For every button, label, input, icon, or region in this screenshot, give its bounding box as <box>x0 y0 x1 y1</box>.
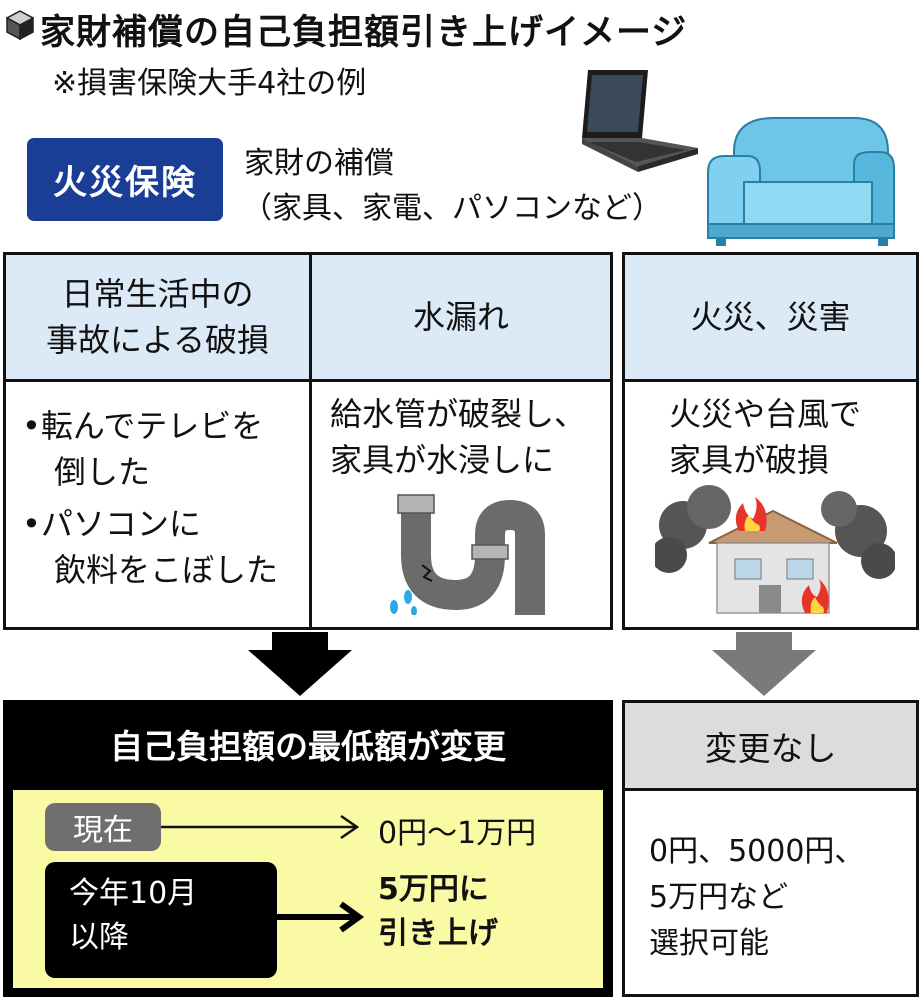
category-header-water: 水漏れ <box>312 255 610 379</box>
category-header-daily: 日常生活中の 事故による破損 <box>6 255 309 379</box>
category-header-line: 事故による破損 <box>45 321 270 359</box>
future-value-line: 引き上げ <box>378 916 498 951</box>
no-change-line: 選択可能 <box>649 926 769 961</box>
no-change-detail: 0円、5000円、 5万円など 選択可能 <box>649 829 864 967</box>
future-label: 今年10月 以降 <box>45 862 277 978</box>
fire-disaster-box: 火災、災害 火災や台風で 家具が破損 <box>622 252 919 630</box>
sofa-icon <box>707 117 895 246</box>
column-divider <box>309 255 312 627</box>
category-header-line: 水漏れ <box>412 298 509 336</box>
leaking-pipe-icon <box>390 494 545 615</box>
example-line: 家具が破損 <box>669 441 830 479</box>
insurance-badge: 火災保険 <box>27 138 223 221</box>
coverage-description: 家財の補償 <box>244 146 394 181</box>
laptop-icon <box>582 70 698 172</box>
category-header-line: 日常生活中の <box>61 275 254 313</box>
down-arrow-icon <box>248 632 352 696</box>
example-line: •パソコンに <box>22 505 201 543</box>
covered-cases-box: 日常生活中の 事故による破損 水漏れ •転んでテレビを 倒した •パソコンに 飲… <box>3 252 613 630</box>
current-label: 現在 <box>45 803 161 851</box>
no-change-line: 5万円など <box>649 880 789 915</box>
no-change-line: 0円、5000円、 <box>649 834 865 869</box>
example-line: 家具が水浸しに <box>330 441 555 479</box>
category-header-line: 火災、災害 <box>690 298 851 336</box>
example-line: 倒した <box>22 453 151 491</box>
example-water: 給水管が破裂し、 家具が水浸しに <box>330 391 586 483</box>
example-line: 飲料をこぼした <box>22 551 279 589</box>
right-arrow-icon <box>161 814 360 840</box>
no-change-box: 変更なし 0円、5000円、 5万円など 選択可能 <box>622 700 919 997</box>
page-subtitle: ※損害保険大手4社の例 <box>52 66 367 101</box>
future-label-line: 以降 <box>69 920 129 955</box>
current-value: 0円〜1万円 <box>378 816 537 851</box>
burning-house-icon <box>655 485 895 614</box>
header-divider <box>625 379 916 382</box>
example-line: 火災や台風で <box>669 395 862 433</box>
header-divider <box>6 379 610 382</box>
page-title: 家財補償の自己負担額引き上げイメージ <box>40 13 688 53</box>
coverage-examples: （家具、家電、パソコンなど） <box>242 191 662 226</box>
future-value-line: 5万円に <box>378 872 489 907</box>
example-fire: 火災や台風で 家具が破損 <box>669 391 861 483</box>
example-line: •転んでテレビを <box>22 407 264 445</box>
right-arrow-icon <box>277 901 365 933</box>
deductible-change-box: 自己負担額の最低額が変更 現在 0円〜1万円 今年10月 以降 5万円に 引き上… <box>3 700 613 997</box>
cube-icon <box>6 10 34 40</box>
example-daily: •転んでテレビを 倒した •パソコンに 飲料をこぼした <box>22 403 278 593</box>
category-header-fire: 火災、災害 <box>625 255 916 379</box>
change-title: 自己負担額の最低額が変更 <box>110 727 506 766</box>
down-arrow-icon <box>712 632 816 696</box>
example-line: 給水管が破裂し、 <box>330 395 587 433</box>
future-label-line: 今年10月 <box>69 876 198 911</box>
future-value: 5万円に 引き上げ <box>378 868 498 956</box>
no-change-title: 変更なし <box>625 703 916 791</box>
